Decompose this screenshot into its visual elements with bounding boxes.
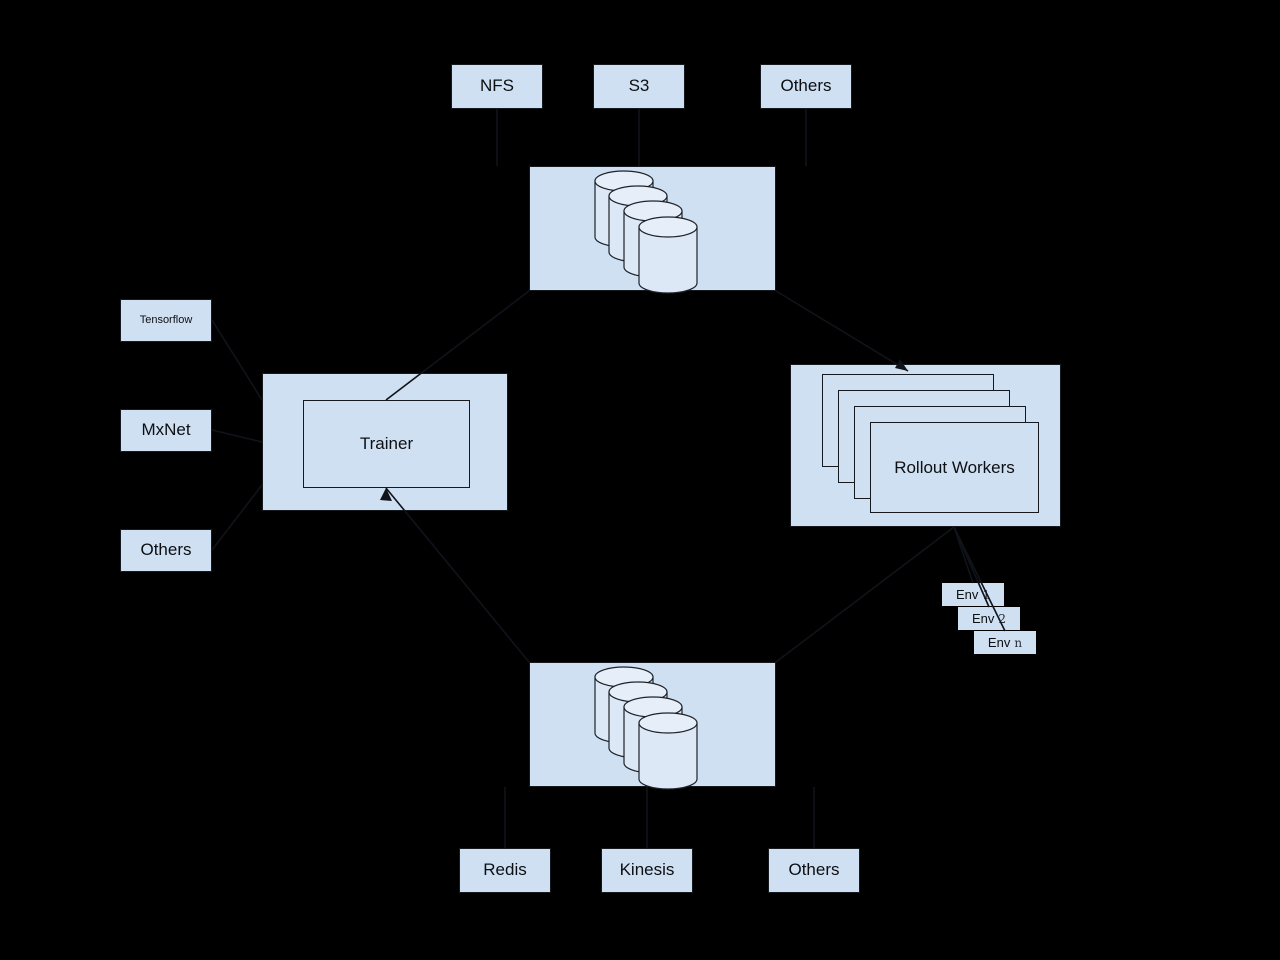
node-tensorflow[interactable]: Tensorflow bbox=[120, 299, 212, 342]
node-tensorflow-label: Tensorflow bbox=[139, 314, 193, 327]
env-box-1-index: 1 bbox=[982, 587, 991, 602]
env-box-n-index: n bbox=[1014, 635, 1023, 650]
node-others-bottom-label: Others bbox=[788, 860, 840, 880]
env-box-n-word: Env bbox=[987, 635, 1011, 650]
node-redis-label: Redis bbox=[483, 860, 527, 880]
node-others-bottom[interactable]: Others bbox=[768, 848, 860, 893]
env-box-1[interactable]: Env 1 bbox=[942, 583, 1004, 606]
connector-trainer-to-datastore-bottom bbox=[380, 487, 530, 663]
node-others-frameworks-label: Others bbox=[140, 540, 192, 560]
rollout-workers-label: Rollout Workers bbox=[894, 457, 1015, 477]
node-mxnet-label: MxNet bbox=[141, 420, 191, 440]
env-box-2[interactable]: Env 2 bbox=[958, 607, 1020, 630]
node-s3[interactable]: S3 bbox=[593, 64, 685, 109]
node-redis[interactable]: Redis bbox=[459, 848, 551, 893]
node-kinesis[interactable]: Kinesis bbox=[601, 848, 693, 893]
datastore-panel-bottom bbox=[529, 662, 776, 787]
node-others-top[interactable]: Others bbox=[760, 64, 852, 109]
trainer-box[interactable]: Trainer bbox=[303, 400, 470, 488]
node-others-frameworks[interactable]: Others bbox=[120, 529, 212, 572]
node-s3-label: S3 bbox=[628, 76, 650, 96]
connector-datastore-to-storage-bottom bbox=[504, 787, 815, 848]
connector-rollout-to-datastore-bottom bbox=[775, 526, 955, 663]
connector-frameworks-to-trainer bbox=[211, 319, 263, 551]
trainer-label: Trainer bbox=[359, 434, 414, 453]
node-mxnet[interactable]: MxNet bbox=[120, 409, 212, 452]
node-nfs[interactable]: NFS bbox=[451, 64, 543, 109]
rollout-workers-box[interactable]: Rollout Workers bbox=[870, 422, 1039, 513]
env-box-2-word: Env bbox=[971, 611, 995, 626]
env-box-1-word: Env bbox=[955, 587, 979, 602]
datastore-panel-top bbox=[529, 166, 776, 291]
node-nfs-label: NFS bbox=[480, 76, 514, 96]
node-others-top-label: Others bbox=[780, 76, 832, 96]
node-kinesis-label: Kinesis bbox=[619, 860, 675, 880]
env-box-2-index: 2 bbox=[998, 611, 1007, 626]
connector-datastore-top-to-rollout bbox=[775, 290, 909, 372]
env-box-n[interactable]: Env n bbox=[974, 631, 1036, 654]
connector-storage-top-to-datastore bbox=[496, 109, 807, 166]
